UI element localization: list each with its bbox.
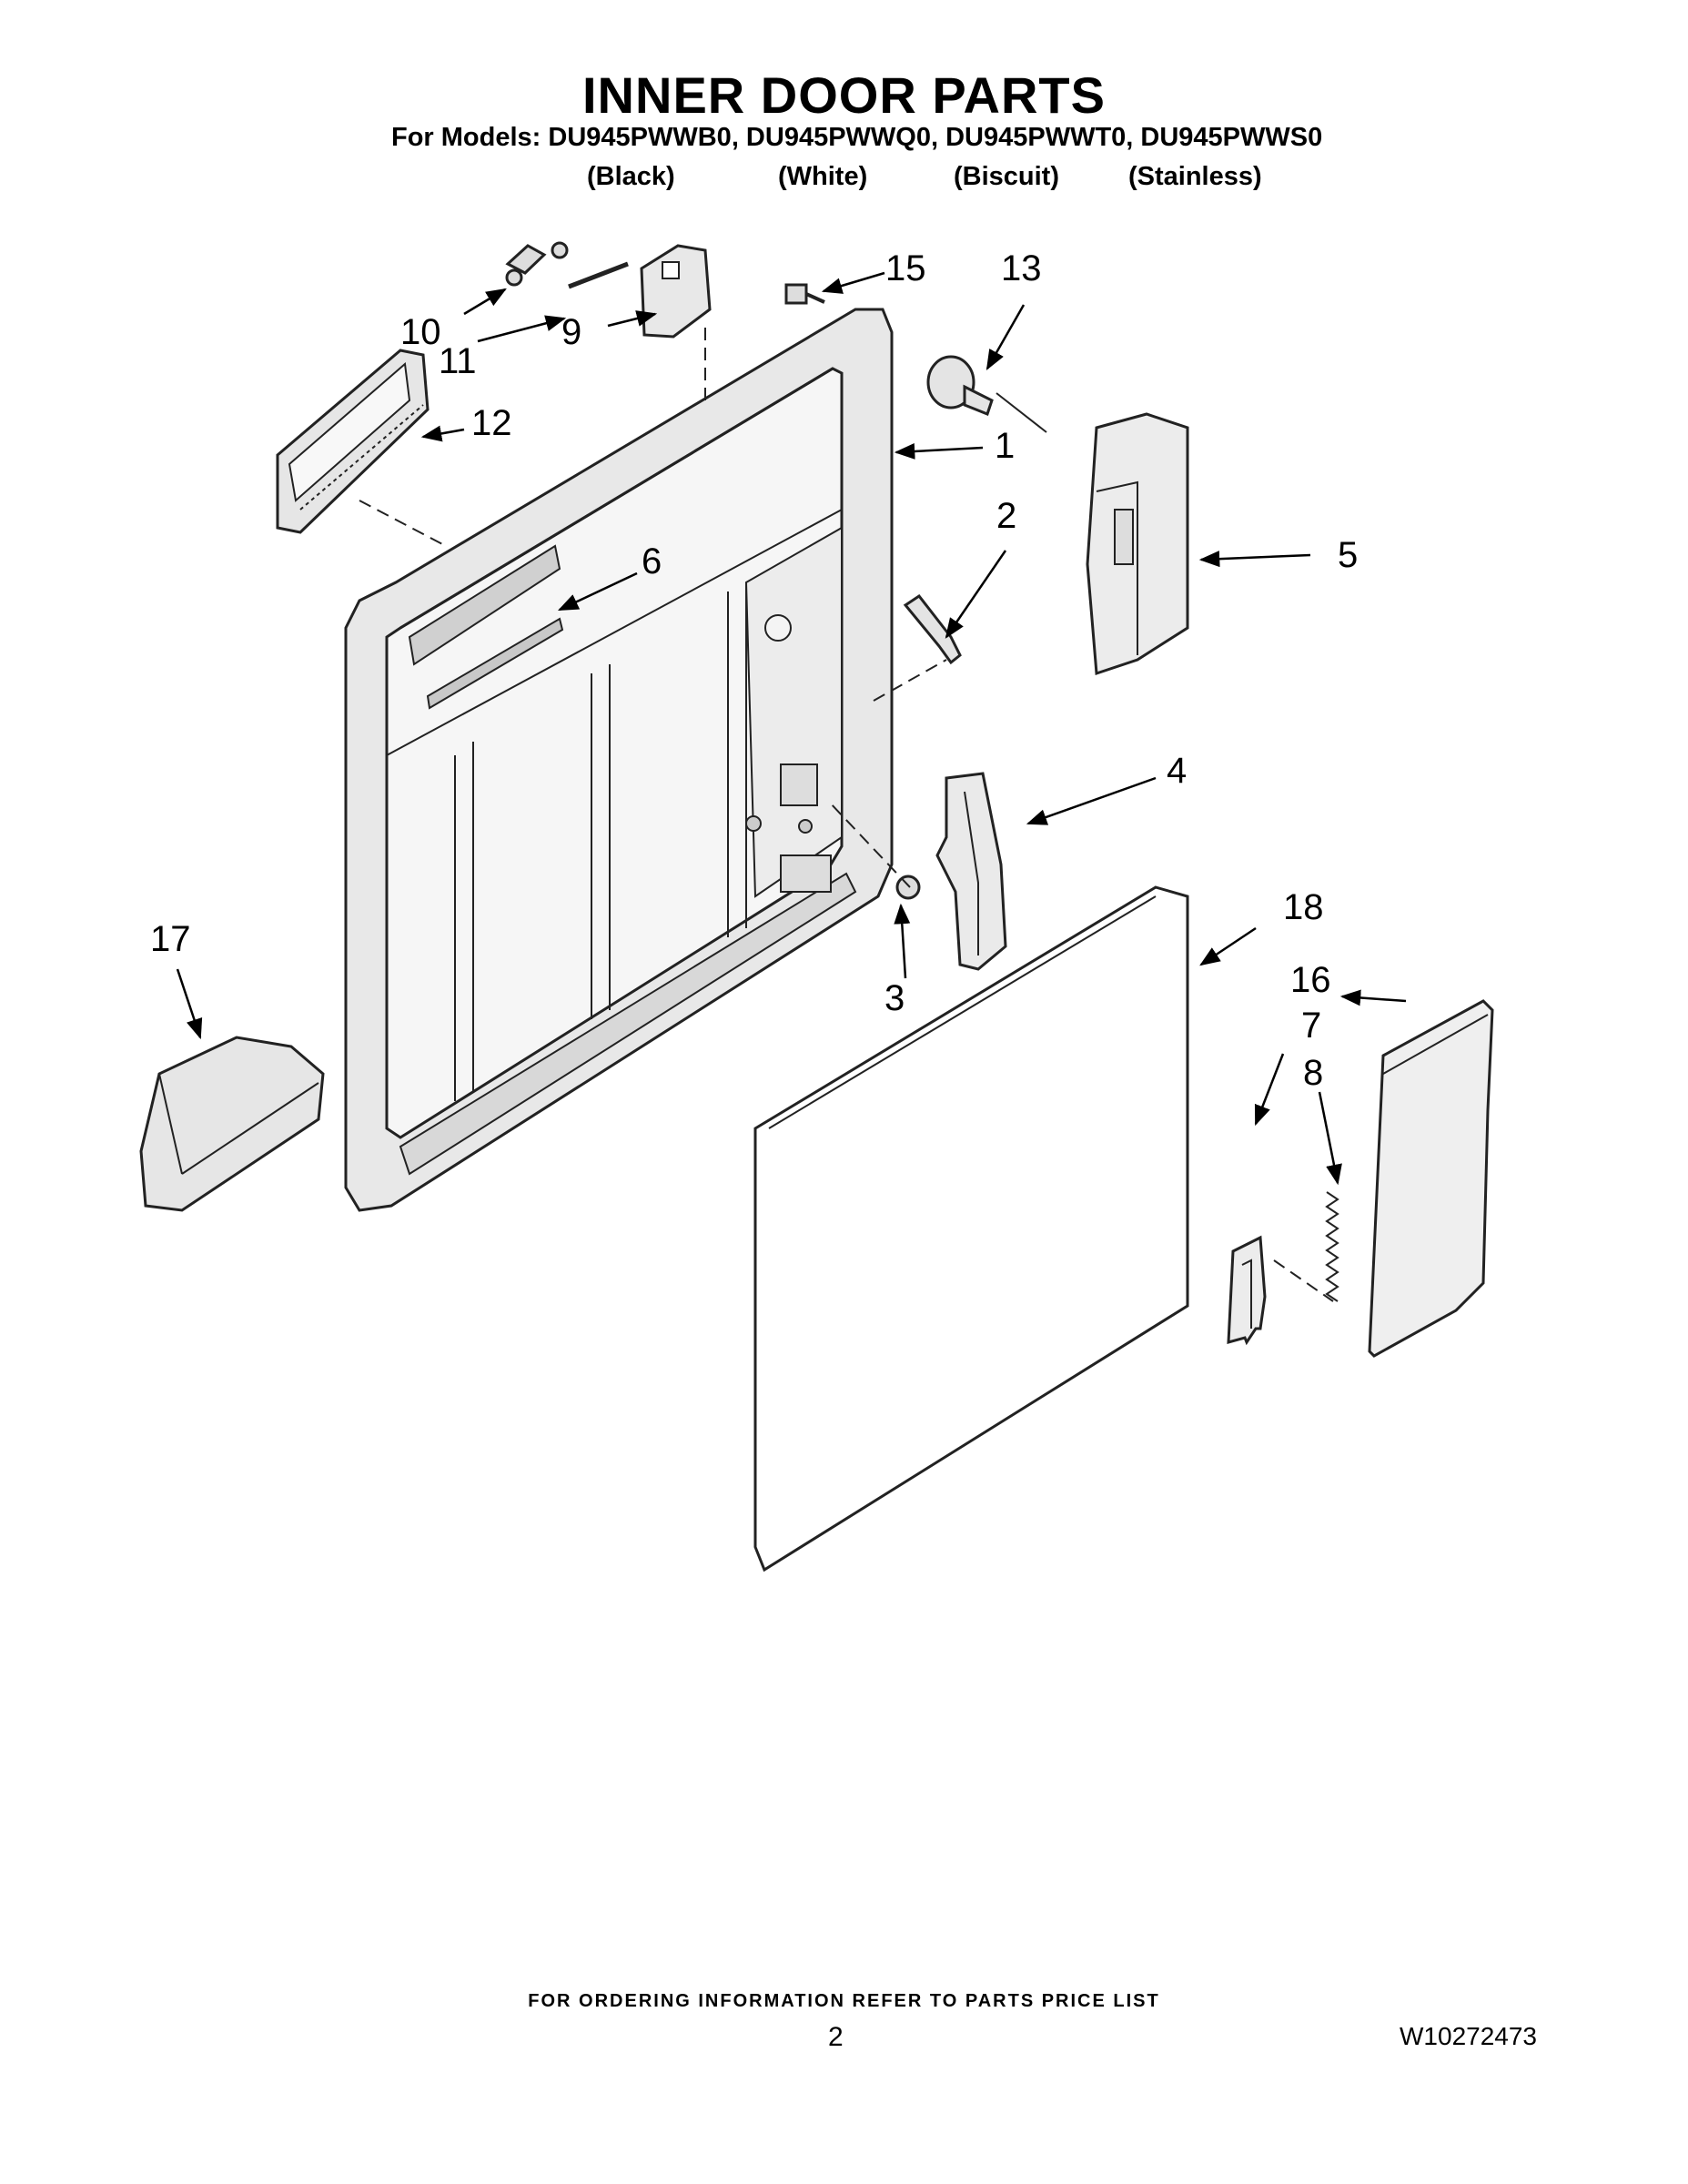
callout-10: 10 bbox=[400, 312, 441, 352]
latch-clip bbox=[903, 593, 962, 665]
variant-black: (Black) bbox=[587, 162, 675, 191]
callout-17: 17 bbox=[150, 919, 191, 959]
models-line: For Models: DU945PWWB0, DU945PWWQ0, DU94… bbox=[391, 123, 1323, 152]
callout-8: 8 bbox=[1303, 1053, 1323, 1093]
callout-1: 1 bbox=[995, 426, 1015, 466]
assembly-lines bbox=[359, 328, 1334, 1302]
variant-biscuit: (Biscuit) bbox=[954, 162, 1059, 191]
callout-9: 9 bbox=[561, 312, 581, 352]
callout-6: 6 bbox=[642, 541, 662, 581]
callout-4: 4 bbox=[1167, 751, 1187, 791]
outer-door-panel bbox=[753, 885, 1189, 1572]
document-number: W10272473 bbox=[1400, 2022, 1538, 2050]
callout-12: 12 bbox=[471, 403, 512, 443]
end-cap bbox=[139, 1036, 325, 1212]
callout-13: 13 bbox=[1001, 248, 1042, 288]
grommet bbox=[895, 875, 921, 900]
inner-door-liner bbox=[344, 308, 894, 1212]
ordering-info: FOR ORDERING INFORMATION REFER TO PARTS … bbox=[528, 1991, 1160, 2011]
callout-5: 5 bbox=[1338, 535, 1358, 575]
side-trim bbox=[1368, 999, 1494, 1358]
callout-18: 18 bbox=[1283, 887, 1324, 927]
screw bbox=[784, 283, 825, 305]
latch-housing bbox=[1086, 412, 1189, 676]
page-title: INNER DOOR PARTS bbox=[582, 66, 1106, 124]
callout-11: 11 bbox=[439, 341, 477, 381]
callout-15: 15 bbox=[885, 248, 926, 288]
callout-2: 2 bbox=[996, 496, 1016, 536]
callout-16: 16 bbox=[1290, 960, 1331, 1000]
handle-insert bbox=[276, 349, 430, 534]
callout-7: 7 bbox=[1301, 1006, 1321, 1046]
latch-lever bbox=[935, 772, 1007, 971]
knob bbox=[926, 355, 1047, 433]
bracket bbox=[1227, 1235, 1267, 1346]
variant-stainless: (Stainless) bbox=[1128, 162, 1262, 191]
spring bbox=[1325, 1191, 1339, 1302]
variant-white: (White) bbox=[778, 162, 868, 191]
leader-arrows bbox=[176, 271, 1407, 1186]
cover-plate bbox=[640, 244, 712, 339]
small-hardware bbox=[505, 241, 629, 289]
callout-3: 3 bbox=[884, 978, 905, 1018]
page-number: 2 bbox=[828, 2022, 844, 2052]
